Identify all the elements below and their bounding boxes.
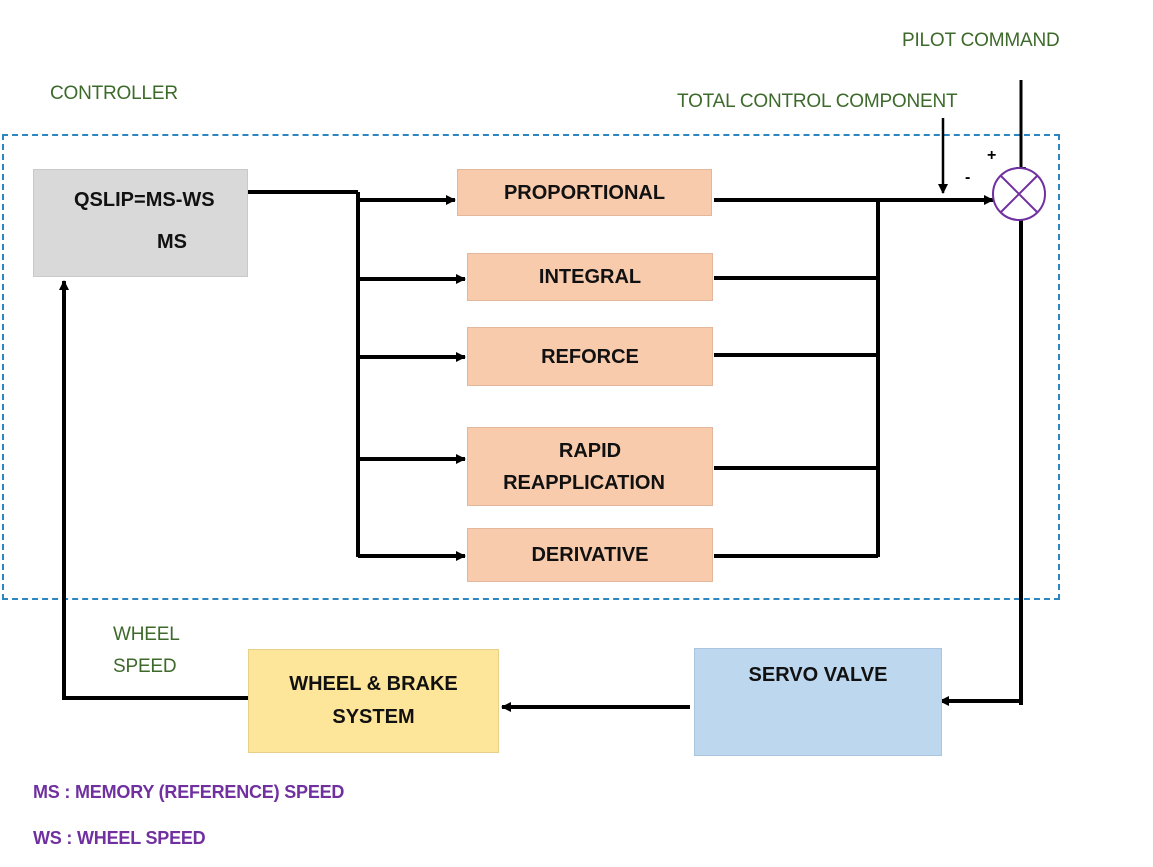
rapid-line2: REAPPLICATION <box>503 471 665 494</box>
slip-computation-block: QSLIP=MS-WS MS <box>33 169 248 277</box>
slip-denominator: MS <box>157 231 187 253</box>
wheel-speed-label-line1: WHEEL <box>113 624 180 645</box>
servo-valve-block: SERVO VALVE <box>694 648 942 756</box>
controller-boundary <box>2 134 1060 600</box>
legend-ws: WS : WHEEL SPEED <box>33 828 206 848</box>
derivative-block: DERIVATIVE <box>467 528 713 582</box>
wheel-brake-line2: SYSTEM <box>332 706 415 728</box>
integral-block: INTEGRAL <box>467 253 713 301</box>
wheel-brake-line1: WHEEL & BRAKE <box>289 673 458 695</box>
rapid-line1: RAPID <box>558 439 622 462</box>
summing-junction <box>992 167 1046 221</box>
reforce-block: REFORCE <box>467 327 713 386</box>
proportional-block: PROPORTIONAL <box>457 169 712 216</box>
slip-numerator: QSLIP=MS-WS <box>74 189 215 211</box>
plus-sign: + <box>987 147 997 164</box>
rapid-reapplication-block: RAPID REAPPLICATION <box>467 427 713 506</box>
total-control-component-label: TOTAL CONTROL COMPONENT <box>677 91 958 112</box>
legend-ms: MS : MEMORY (REFERENCE) SPEED <box>33 782 345 802</box>
wheel-speed-label-line2: SPEED <box>113 656 177 677</box>
pilot-command-label: PILOT COMMAND <box>902 30 1060 51</box>
wheel-brake-system-block: WHEEL & BRAKE SYSTEM <box>248 649 499 753</box>
minus-sign: - <box>965 169 971 186</box>
controller-label: CONTROLLER <box>50 83 178 104</box>
